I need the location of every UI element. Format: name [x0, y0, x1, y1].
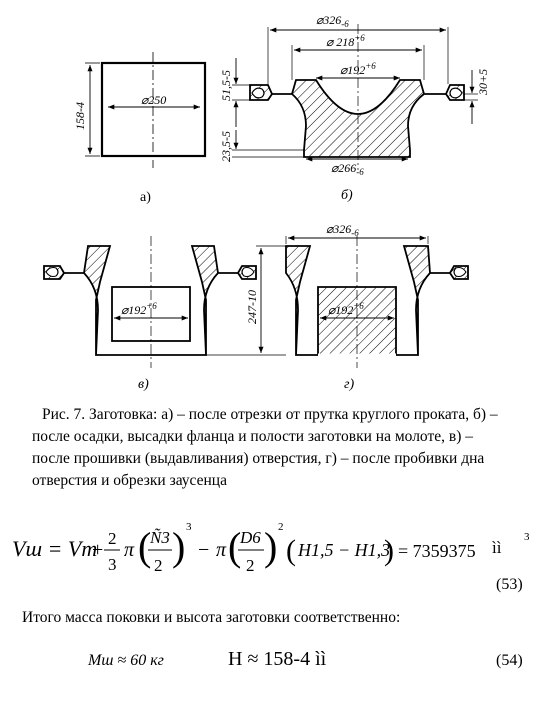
label-a: а) — [140, 190, 151, 205]
forging-b-flash-thickness: 30+5 — [476, 69, 490, 96]
billet-a — [85, 52, 207, 168]
equation-number-53: (53) — [496, 576, 523, 593]
paren-open-2: ( — [228, 524, 241, 569]
label-g: г) — [344, 377, 354, 392]
formula-paren1-den: 2 — [154, 556, 163, 575]
formula-result: = 7359375 — [398, 541, 476, 561]
billet-a-height: 158-4 — [73, 102, 87, 130]
mass-expression: Мш ≈ 60 кг — [88, 652, 164, 669]
forging-b-inner-diameter: ⌀ 218+6 — [326, 33, 365, 49]
label-b: б) — [341, 188, 353, 203]
billet-a-diameter: ⌀250 — [141, 93, 166, 107]
formula-unit: ìì — [492, 538, 502, 557]
forging-v — [43, 236, 257, 368]
height-expression: H ≈ 158-4 ìì — [228, 648, 327, 670]
forging-g-hole-diameter: ⌀192+6 — [328, 301, 364, 317]
forging-b — [232, 24, 478, 170]
label-v: в) — [138, 377, 149, 392]
forging-figure: ⌀250 158-4 а) ⌀326-6 ⌀ 218+6 ⌀192+6 ⌀266… — [43, 13, 490, 392]
formula-diff: H1,5 − H1,3 — [297, 540, 390, 560]
height-dimension — [206, 245, 286, 356]
paren-close-3: ) — [384, 534, 394, 567]
forging-b-bottom-height: 23,5-5 — [219, 131, 233, 162]
forging-b-bottom-diameter: ⌀266-6 — [331, 161, 364, 177]
formula-pi-1: π — [124, 539, 135, 561]
forging-b-hole-diameter: ⌀192+6 — [340, 61, 376, 77]
formula-frac1-num: 2 — [108, 529, 117, 548]
forging-b-flange-height: 51,5-5 — [219, 70, 233, 101]
formula-pi-2: π — [216, 539, 227, 561]
formula-paren2-den: 2 — [246, 556, 255, 575]
summary-text: Итого масса поковки и высота заготовки с… — [22, 609, 401, 626]
paren-close-2: ) — [264, 524, 277, 569]
paren-open-3: ( — [286, 534, 296, 567]
figure-caption: Рис. 7. Заготовка: а) – после отрезки от… — [32, 406, 498, 489]
formula-minus: − — [198, 539, 209, 561]
forging-v-height: 247-10 — [245, 290, 259, 324]
paren-close-1: ) — [172, 524, 185, 569]
formula-unit-exponent: 3 — [524, 531, 530, 543]
formula-plus: + — [92, 539, 103, 561]
formula-lhs: Vш = Vт — [12, 536, 97, 561]
volume-formula: Vш = Vт + 2 3 π ( Ñ3 2 ) 3 − π ( D6 2 ) … — [0, 516, 540, 586]
formula-frac1-den: 3 — [108, 555, 117, 574]
formula-paren2-num: D6 — [239, 528, 261, 547]
formula-exp2: 2 — [278, 521, 284, 533]
forging-v-hole-diameter: ⌀192+6 — [121, 301, 157, 317]
formula-exp1: 3 — [186, 521, 192, 533]
equation-number-54: (54) — [496, 652, 523, 669]
forging-g-top-diameter: ⌀326-6 — [326, 222, 359, 238]
paren-open-1: ( — [138, 524, 151, 569]
forging-b-top-diameter: ⌀326-6 — [316, 13, 349, 29]
formula-paren1-num: Ñ3 — [149, 528, 170, 547]
forging-g — [285, 235, 469, 368]
